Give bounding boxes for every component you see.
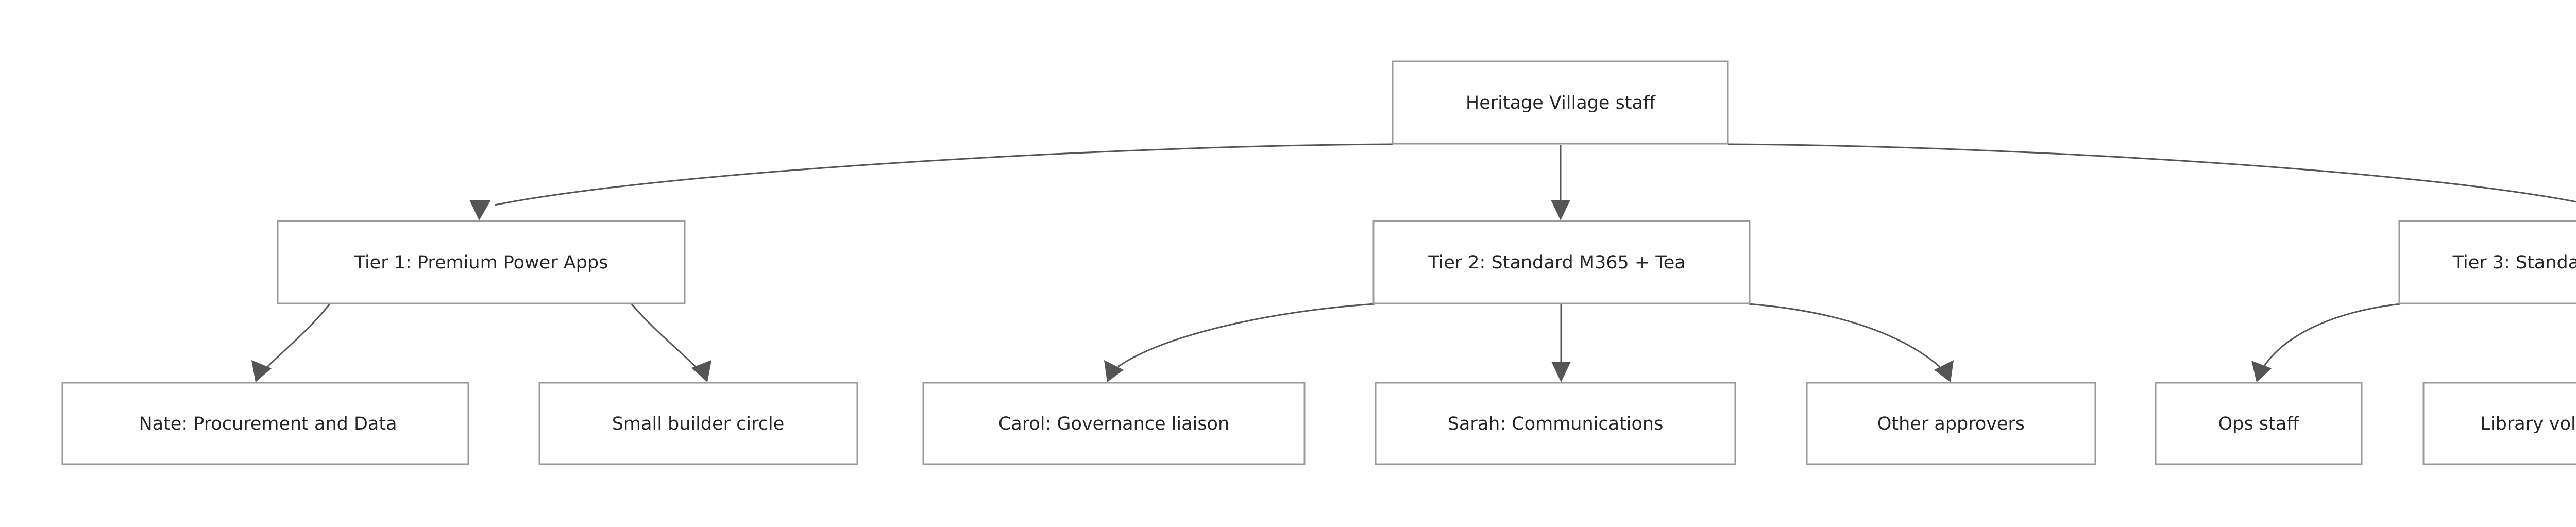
node-leaf-other-approvers-label: Other approvers [1877, 414, 2025, 434]
node-leaf-ops-staff[interactable]: Ops staff [2155, 382, 2363, 465]
node-leaf-carol-label: Carol: Governance liaison [998, 414, 1229, 434]
edge-tier1-to-leaf1 [251, 303, 331, 382]
node-tier3-label: Tier 3: Standard M365 + Exc [2452, 252, 2576, 273]
edge-root-to-tier3 [1728, 143, 2576, 203]
node-leaf-other-approvers[interactable]: Other approvers [1806, 382, 2096, 465]
node-leaf-library-volunteers[interactable]: Library volunteers [2422, 382, 2576, 465]
edge-tier1-to-leaf2 [630, 303, 711, 382]
node-leaf-nate[interactable]: Nate: Procurement and Data [61, 382, 469, 465]
node-tier2-label: Tier 2: Standard M365 + Tea [1428, 252, 1686, 273]
node-root-label: Heritage Village staff [1466, 93, 1656, 113]
node-tier1[interactable]: Tier 1: Premium Power Apps [277, 220, 686, 304]
edge-tier3-to-leaf6 [2251, 303, 2401, 382]
edge-tier2-to-leaf3 [1104, 303, 1375, 382]
node-leaf-small-builder-circle-label: Small builder circle [612, 414, 785, 434]
node-leaf-sarah-label: Sarah: Communications [1448, 414, 1664, 434]
node-tier2[interactable]: Tier 2: Standard M365 + Tea [1372, 220, 1751, 304]
edge-tier2-to-leaf4 [1551, 304, 1571, 382]
node-leaf-nate-label: Nate: Procurement and Data [139, 414, 397, 434]
node-leaf-ops-staff-label: Ops staff [2218, 414, 2300, 434]
node-leaf-small-builder-circle[interactable]: Small builder circle [538, 382, 858, 465]
node-leaf-library-volunteers-label: Library volunteers [2480, 414, 2576, 434]
node-leaf-sarah[interactable]: Sarah: Communications [1375, 382, 1736, 465]
node-tier1-label: Tier 1: Premium Power Apps [354, 252, 608, 273]
edge-root-to-tier2 [1551, 145, 1570, 220]
node-root[interactable]: Heritage Village staff [1392, 60, 1729, 145]
node-leaf-carol[interactable]: Carol: Governance liaison [922, 382, 1306, 465]
edge-tier2-to-leaf5 [1748, 303, 1954, 382]
edge-root-to-tier1 [469, 143, 1393, 220]
node-tier3[interactable]: Tier 3: Standard M365 + Exc [2398, 220, 2576, 304]
